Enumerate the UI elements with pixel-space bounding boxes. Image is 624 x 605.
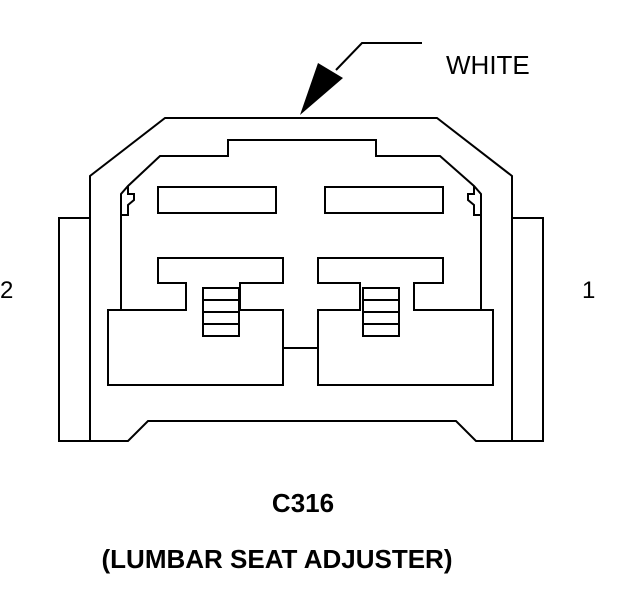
connector-cavity-outline	[120, 139, 482, 310]
top-slot-right	[324, 186, 444, 214]
left-latch-tab	[58, 217, 91, 442]
right-latch-tab	[511, 217, 544, 442]
callout-arrowhead	[300, 63, 343, 115]
connector-description-label: (LUMBAR SEAT ADJUSTER)	[101, 544, 453, 574]
terminal-cavity-pin-2	[107, 257, 284, 386]
connector-housing-outer	[89, 117, 513, 442]
pin-1-label: 1	[582, 277, 596, 304]
connector-id-label: C316	[271, 488, 335, 518]
terminal-cavity-pin-1	[317, 257, 494, 386]
callout-leader-line	[335, 42, 422, 71]
top-slot-left	[157, 186, 277, 214]
wire-color-callout: WHITE	[446, 50, 530, 80]
right-cavity-notch	[467, 186, 481, 216]
pin-2-label: 2	[0, 277, 14, 304]
left-cavity-notch	[121, 186, 135, 216]
